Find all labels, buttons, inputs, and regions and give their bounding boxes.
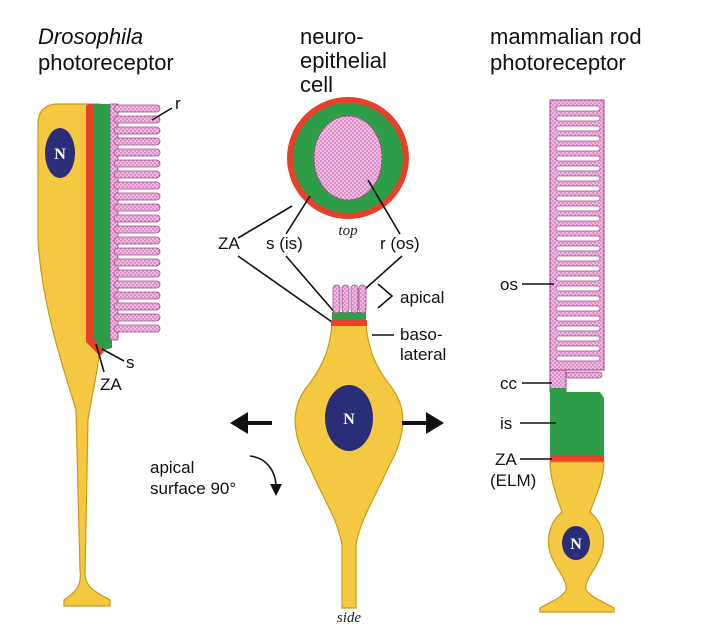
rod-junction [550,456,604,462]
neuro-label-baso1: baso- [400,325,443,344]
arrow-right-icon [402,412,444,434]
neuroepithelial-title-line2: epithelial [300,48,387,73]
rod-title-line1: mammalian rod [490,24,642,49]
drosophila-nucleus [45,128,75,178]
neuro-apical-membrane [332,284,367,314]
rod-title-line2: photoreceptor [490,50,626,75]
drosophila-label-r: r [175,94,181,113]
drosophila-za-leader [95,343,105,373]
drosophila-photoreceptor: Drosophila photoreceptor [37,24,181,607]
rod-label-os: os [500,275,518,294]
rod-label-is: is [500,414,512,433]
rod-label-za: ZA [495,450,517,469]
drosophila-r-leader [151,107,173,121]
neuro-label-r-os: r (os) [380,234,420,253]
neuro-cell-body [294,323,404,609]
neuro-label-apical: apical [400,288,444,307]
rotate-arrow-icon [249,455,282,496]
drosophila-label-za: ZA [100,375,122,394]
drosophila-junction [86,104,104,356]
drosophila-s-leader [101,348,125,362]
side-leaders [237,255,403,323]
drosophila-title-line1: Drosophila [38,24,143,49]
side-view-label: side [337,610,362,626]
neuroepithelial-title-line3: cell [300,72,333,97]
rod-nucleus [562,526,590,560]
neuro-junction [331,320,367,326]
neuroepithelial-title-line1: neuro- [300,24,364,49]
rod-cilium-base-disc [565,371,603,379]
neuro-label-za: ZA [218,234,240,253]
rotation-label-line1: apical [150,458,194,477]
rod-label-elm: (ELM) [490,471,536,490]
neuro-nucleus-label: N [343,411,355,428]
mammalian-rod: mammalian rod photoreceptor [490,24,642,613]
arrow-left-icon [230,412,272,434]
apical-bracket [377,283,394,309]
neuro-nucleus [325,385,373,451]
rod-label-cc: cc [500,374,518,393]
top-view [287,97,409,219]
rod-nucleus-label: N [570,536,582,553]
drosophila-stalk [88,104,112,352]
rod-inner-segment [550,388,604,458]
top-view-label: top [338,223,358,239]
neuroepithelial-cell: neuro- epithelial cell top ZA s (is) r (… [150,24,446,626]
drosophila-rhabdomere [109,103,161,341]
drosophila-title-line2: photoreceptor [38,50,174,75]
neuro-label-s-is: s (is) [266,234,303,253]
rod-outer-segment [549,99,605,371]
rotation-label-line2: surface 90° [150,479,236,498]
neuro-label-baso2: lateral [400,345,446,364]
drosophila-label-s: s [126,353,135,372]
drosophila-nucleus-label: N [54,146,66,163]
top-leaders [237,179,401,239]
rod-discs [555,105,601,362]
